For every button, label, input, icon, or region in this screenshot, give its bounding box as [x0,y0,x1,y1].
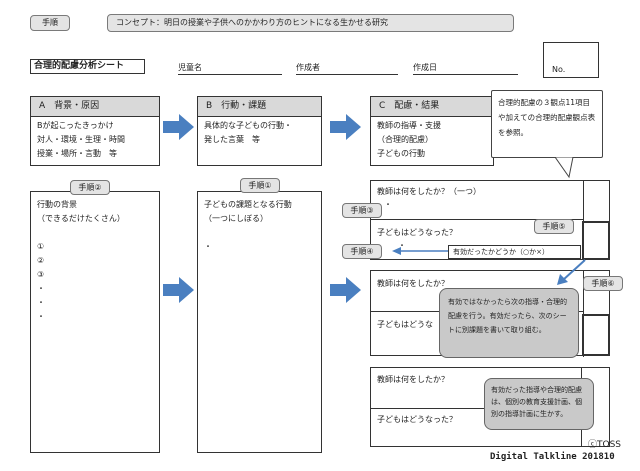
col-a-line: 対人・環境・生理・時間 [37,135,125,144]
col-c-header: C 配慮・結果 [371,97,493,117]
col-c-line: 子どもの行動 [377,149,425,158]
col-c-line: （合理的配慮） [377,135,433,144]
col-a-body-line: ・ [37,298,45,307]
number-box: No. [543,42,599,78]
col-a-line: 授業・場所・言動 等 [37,149,117,158]
col-a-line: Bが起こったきっかけ [37,121,114,130]
bullet: ・ [398,241,406,250]
col-b-header: B 行動・課題 [198,97,321,117]
callout-reference: 合理的配慮の３観点11項目や加えての合理的配慮観点表を参照。 [491,90,603,158]
arrow-down-left-icon [557,259,586,285]
question-teacher-2: 教師は何をしたか？ [377,279,449,288]
col-b-body-line [204,226,315,240]
col-a-body-line: ・ [37,284,45,293]
col-a-header-box: A 背景・原因 Bが起こったきっかけ 対人・環境・生理・時間 授業・場所・言動 … [30,96,160,166]
result-mark-box [582,221,610,260]
brand: Digital Talkline 201810 [490,452,615,462]
col-a-header: A 背景・原因 [31,97,159,117]
col-a-background-box: 行動の背景 （できるだけたくさん） ① ② ③ ・ ・ ・ [30,191,160,453]
copyright: ⓒTOSS [588,440,622,450]
col-a-body-line: 行動の背景 [37,200,77,209]
author-label: 作成者 [296,63,320,72]
question-child-3: 子どもはどうなった？ [377,415,457,424]
question-child-1: 子どもはどうなった？ [377,228,457,237]
col-a-body-line: （できるだけたくさん） [37,214,125,223]
col-b-header-box: B 行動・課題 具体的な子どもの行動・ 発した言葉 等 [197,96,322,166]
callout-apply-plan: 有効だった指導や合理的配慮は、個別の教育支援計画、個別の指導計画に生かす。 [484,378,594,430]
result-mark-box [582,314,610,356]
col-b-body-line: （一つにしぼる） [204,214,268,223]
col-c-line: 教師の指導・支援 [377,121,441,130]
col-a-body-line: ③ [37,270,45,279]
col-c-header-box: C 配慮・結果 教師の指導・支援 （合理的配慮） 子どもの行動 [370,96,494,166]
sheet-title: 合理的配慮分析シート [30,59,145,74]
col-b-behavior-box: 子どもの課題となる行動 （一つにしぼる） ・ [197,191,322,453]
col-a-body-line: ② [37,256,45,265]
col-b-body-line: ・ [204,242,212,251]
child-name-label: 児童名 [178,63,202,72]
arrow-right-icon [163,277,194,303]
question-teacher-1: 教師は何をしたか？（一つ） [377,187,481,196]
col-a-body-line: ・ [37,312,45,321]
step-2-label: 手順② [70,180,110,195]
date-line [413,74,518,75]
step-4-label: 手順④ [342,244,382,259]
col-b-body-line: 子どもの課題となる行動 [204,200,292,209]
arrow-right-icon [330,277,361,303]
col-b-line: 発した言葉 等 [204,135,260,144]
step-6-label: 手順⑥ [583,276,623,291]
question-child-2: 子どもはどうな [377,320,433,329]
date-label: 作成日 [413,63,437,72]
arrow-right-icon [163,114,194,140]
bullet: ・ [384,200,392,209]
effective-check-label: 有効だったかどうか（○か×） [448,245,581,259]
callout-next-step: 有効ではなかったら次の指導・合理的配慮を行う。有効だったら、次のシートに別課題を… [439,288,579,358]
concept-banner: コンセプト：明日の授業や子供へのかかわり方のヒントになる生かせる研究 [107,14,514,32]
step-tag: 手順 [30,15,70,31]
child-name-line [178,74,282,75]
col-b-line: 具体的な子どもの行動・ [204,121,292,130]
arrow-left-icon [392,247,448,255]
callout-pointer-icon [555,157,574,179]
question-teacher-3: 教師は何をしたか？ [377,375,449,384]
col-a-body-line: ① [37,242,45,251]
col-a-body-line [37,226,153,240]
number-label: No. [552,65,566,74]
author-line [296,74,398,75]
col-c-block-3-side [582,367,610,447]
step-3-label: 手順③ [342,203,382,218]
step-5-label: 手順⑤ [534,219,574,234]
step-1-label: 手順① [240,178,280,193]
arrow-right-icon [330,114,361,140]
